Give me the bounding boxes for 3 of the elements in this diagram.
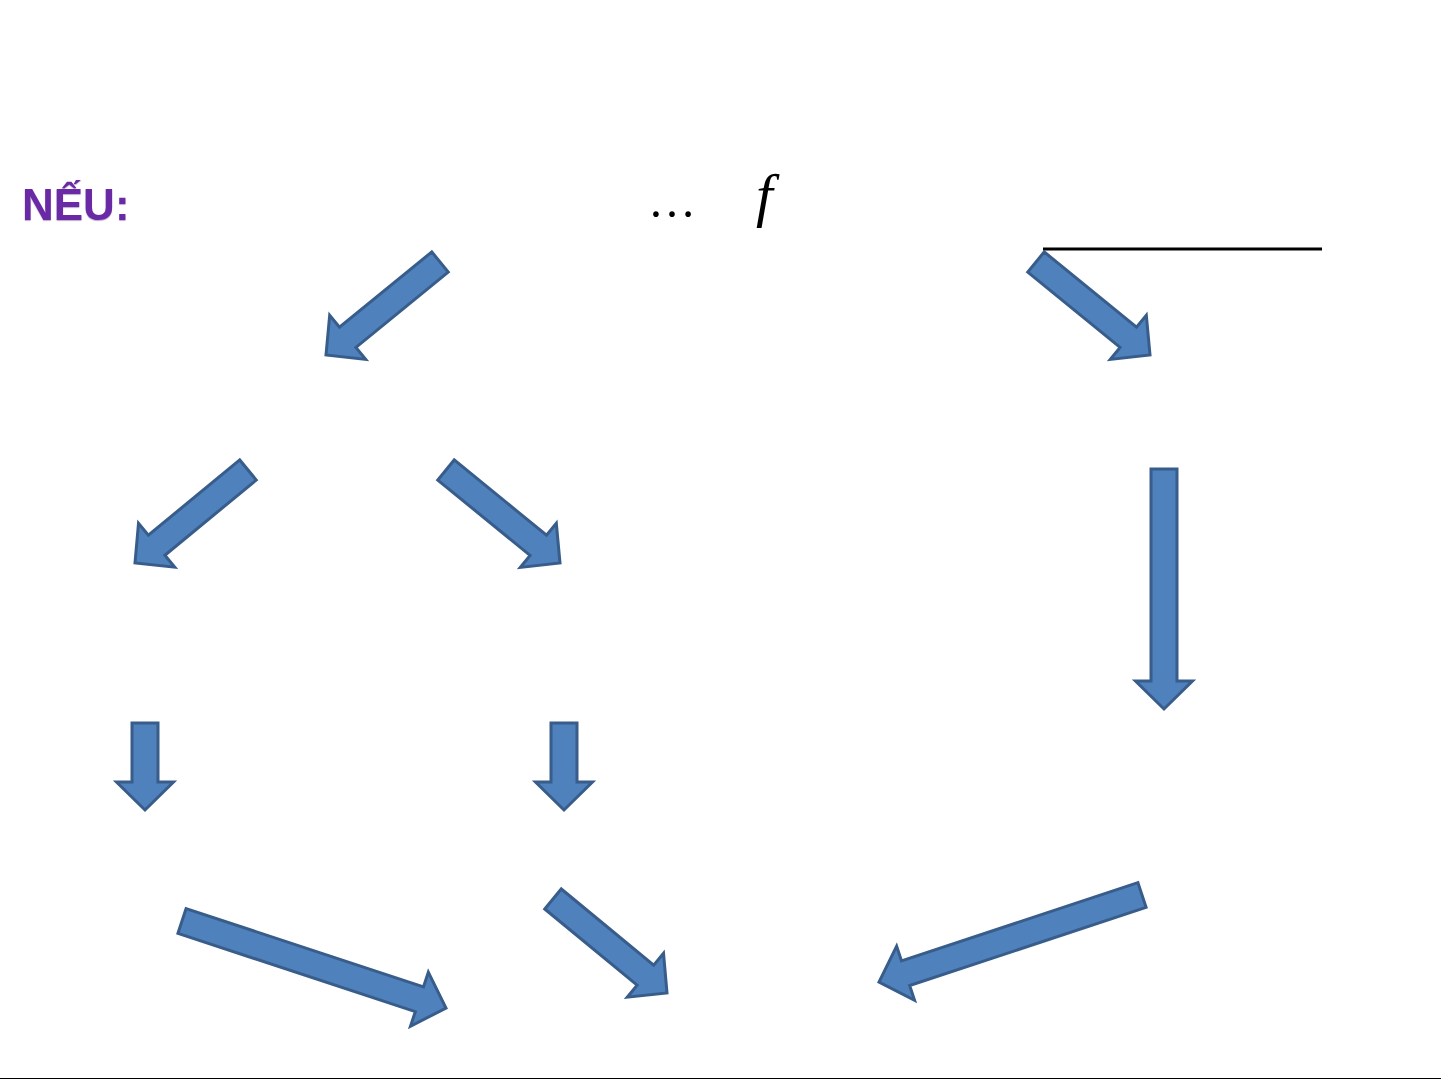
math-variable: f	[752, 158, 783, 233]
heading: NẾU:	[22, 180, 130, 231]
ellipsis-symbol: …	[648, 173, 696, 229]
